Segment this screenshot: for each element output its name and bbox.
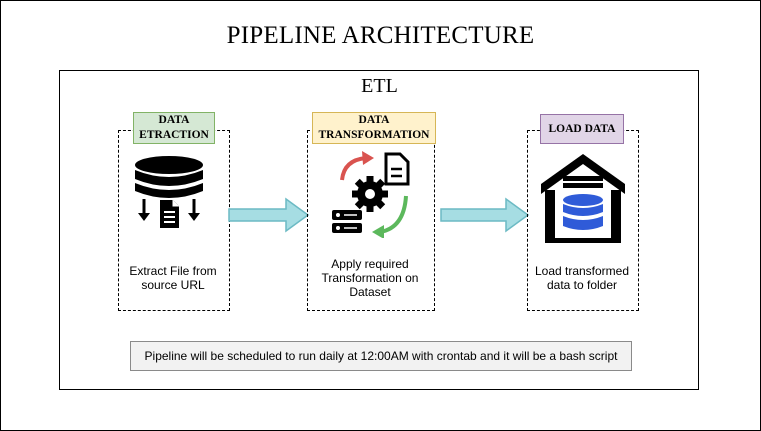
transformation-description-line: Apply required bbox=[331, 257, 409, 271]
transformation-description-line: Dataset bbox=[349, 285, 391, 299]
flow-arrow-transform-to-load bbox=[440, 197, 530, 233]
schedule-note: Pipeline will be scheduled to run daily … bbox=[130, 341, 632, 371]
database-extract-icon bbox=[135, 156, 203, 228]
extraction-tag: DATA ETRACTION bbox=[133, 112, 215, 144]
flow-arrow-extract-to-transform bbox=[228, 197, 310, 233]
etl-container bbox=[59, 70, 699, 390]
warehouse-database-icon bbox=[541, 154, 625, 243]
transformation-tag-line1: DATA bbox=[358, 114, 390, 126]
extraction-description-line: source URL bbox=[141, 278, 205, 292]
transformation-gear-icon bbox=[332, 151, 410, 238]
etl-label: ETL bbox=[361, 75, 398, 97]
extraction-description-line: Extract File from bbox=[129, 264, 217, 278]
load-tag-line1: LOAD DATA bbox=[548, 123, 616, 135]
transformation-description: Apply required Transformation on Dataset bbox=[307, 257, 433, 299]
load-description-line: Load transformed bbox=[534, 264, 630, 278]
diagram-title: PIPELINE ARCHITECTURE bbox=[226, 22, 535, 49]
extraction-tag-line1: DATA bbox=[158, 114, 190, 126]
transformation-tag: DATA TRANSFORMATION bbox=[312, 112, 436, 144]
load-description: Load transformed data to folder bbox=[527, 264, 637, 292]
transformation-description-line: Transformation on bbox=[321, 271, 419, 285]
extraction-description: Extract File from source URL bbox=[118, 264, 228, 292]
extraction-tag-line2: ETRACTION bbox=[139, 129, 209, 141]
load-tag: LOAD DATA bbox=[540, 114, 624, 144]
transformation-tag-line2: TRANSFORMATION bbox=[318, 129, 430, 141]
load-description-line: data to folder bbox=[546, 278, 618, 292]
